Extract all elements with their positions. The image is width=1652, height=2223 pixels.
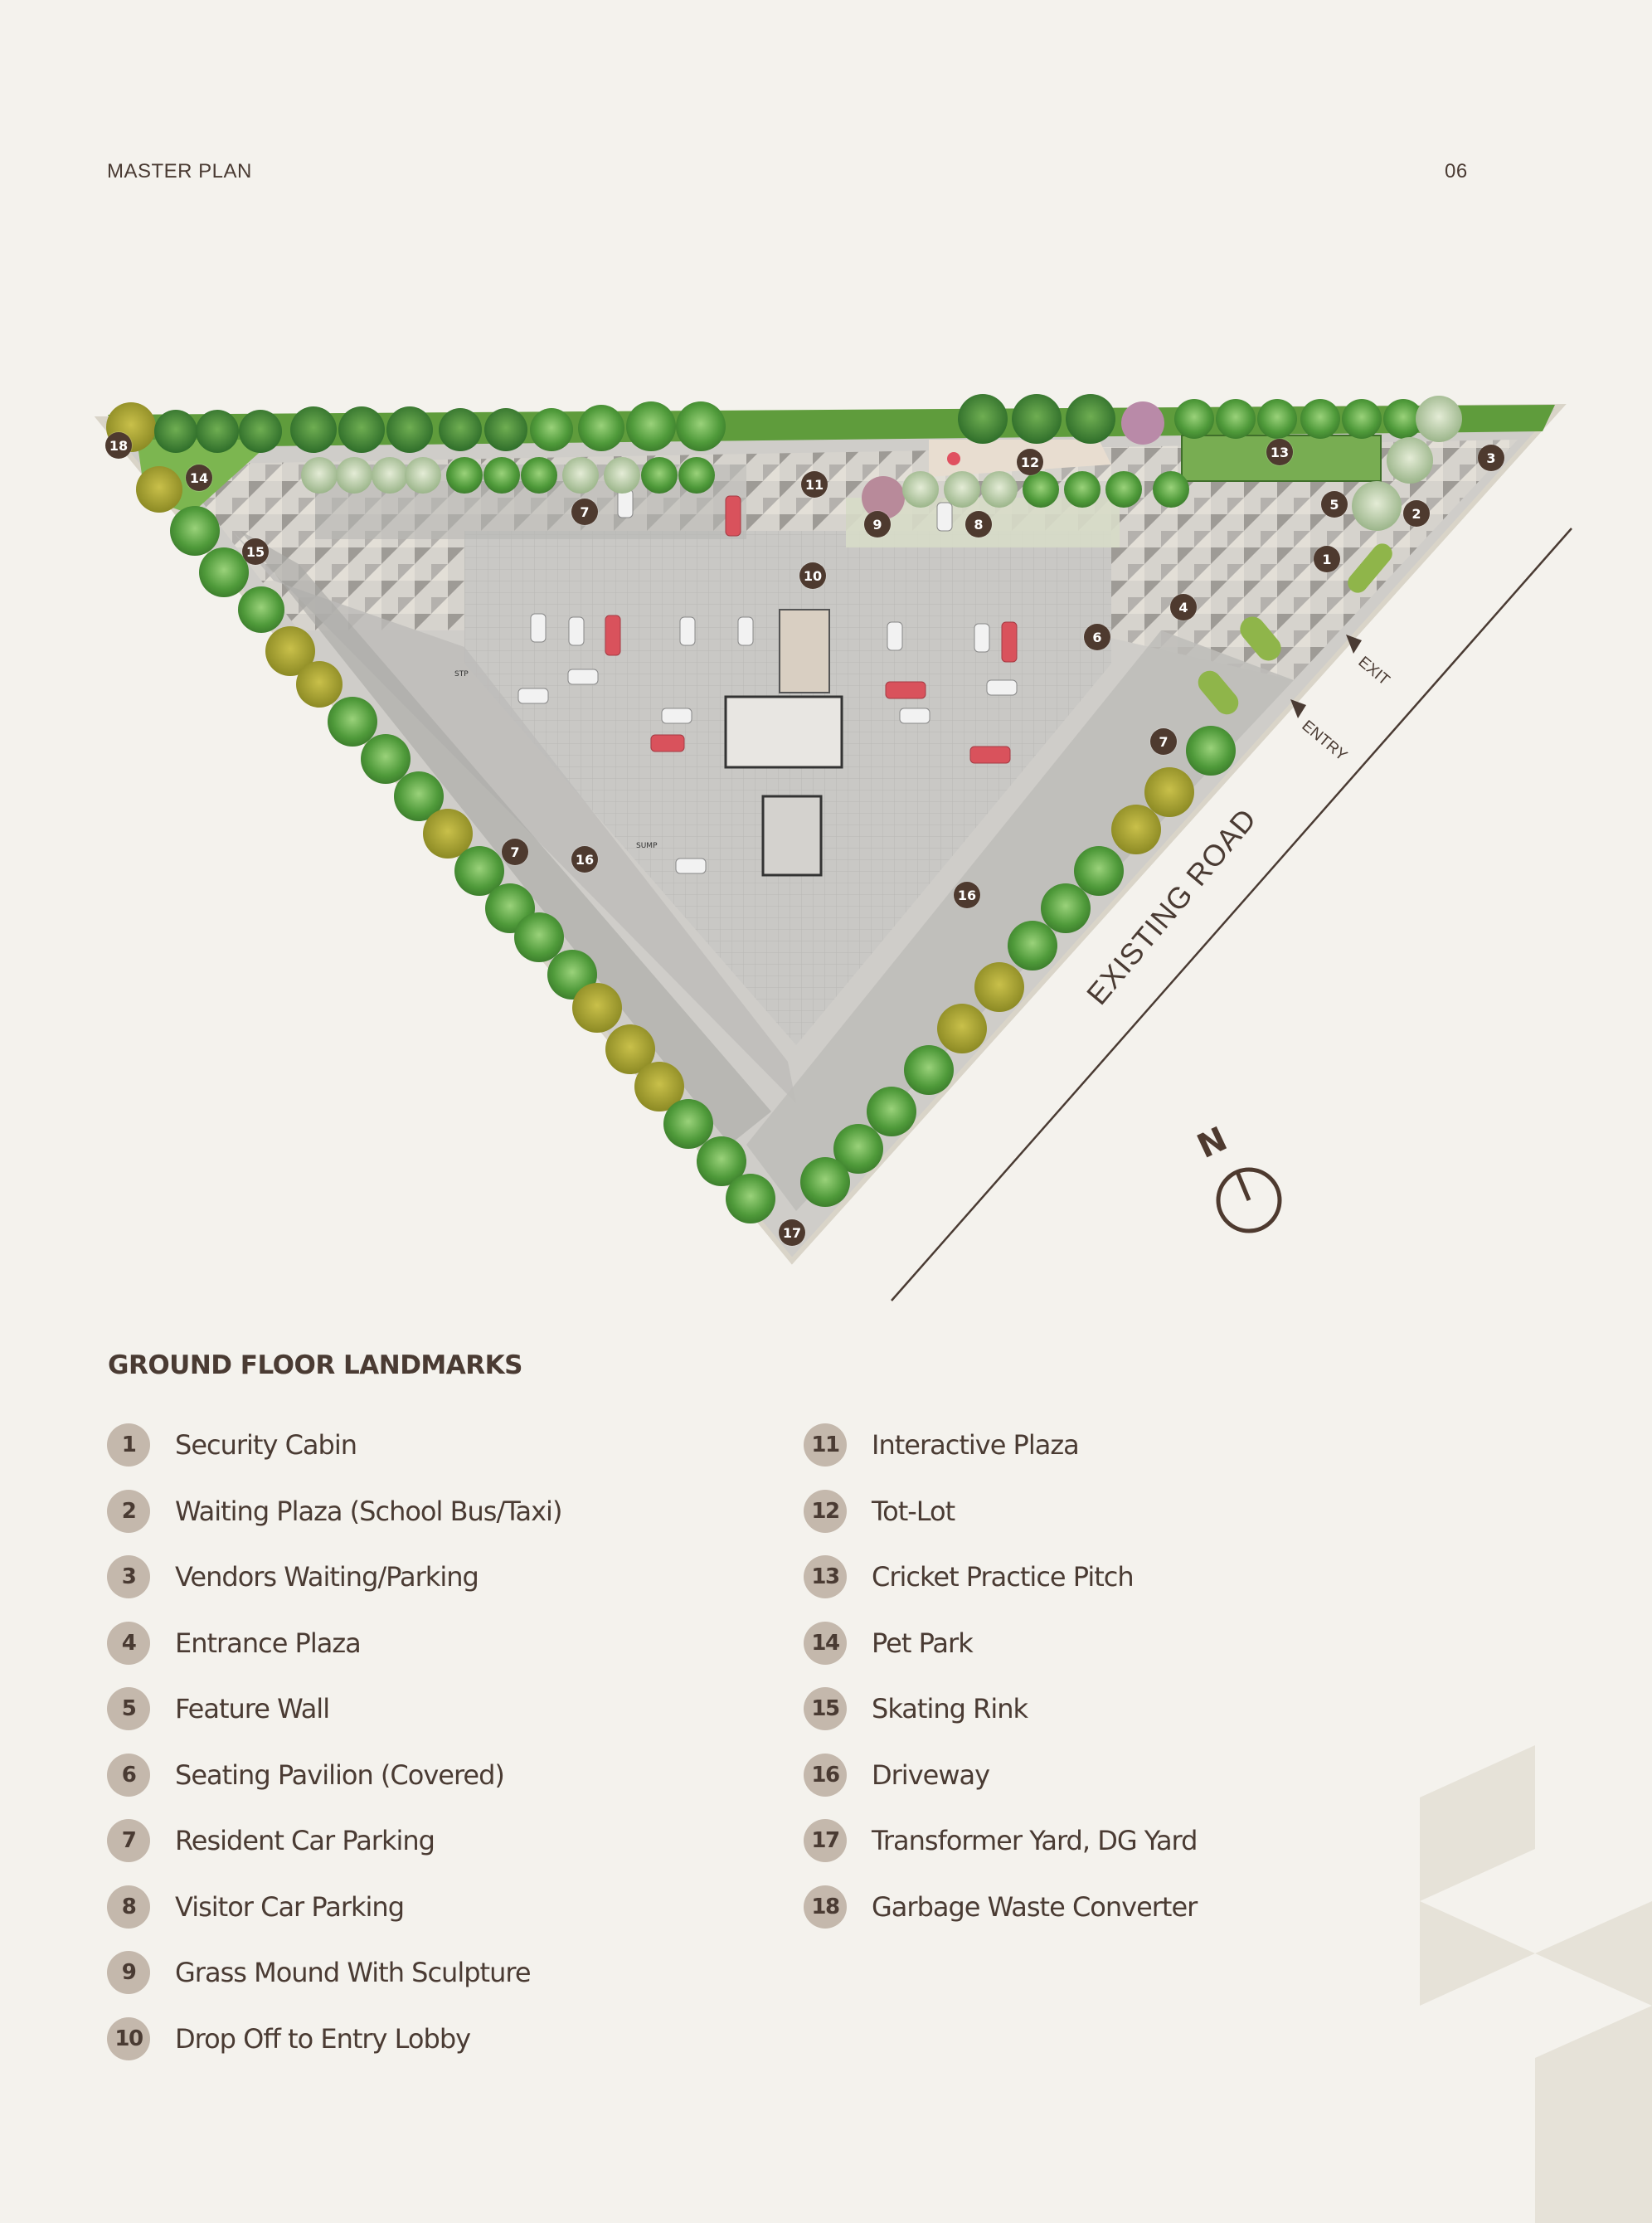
landmark-label: Transformer Yard, DG Yard (872, 1825, 1198, 1856)
landmarks-list-right: 11 Interactive Plaza 12 Tot-Lot 13 Cricket … (804, 1423, 1198, 1951)
landmark-item: 14 Pet Park (804, 1621, 1197, 1665)
landmark-number-badge: 15 (804, 1687, 847, 1730)
landmark-item: 13 Cricket Practice Pitch (804, 1555, 1197, 1598)
landmark-number-badge: 7 (107, 1819, 150, 1862)
svg-text:SUMP: SUMP (636, 842, 658, 850)
landmark-label: Tot-Lot (872, 1495, 955, 1527)
landmark-label: Drop Off to Entry Lobby (175, 2022, 471, 2055)
landmark-number-badge: 11 (804, 1423, 847, 1467)
plan-marker-18: 18 (105, 432, 132, 459)
landmark-number-badge: 6 (107, 1753, 150, 1797)
landmark-number-badge: 8 (107, 1885, 150, 1929)
landmark-item: 7 Resident Car Parking (107, 1819, 561, 1862)
landmark-label: Pet Park (872, 1627, 974, 1659)
landmark-label: Feature Wall (175, 1693, 330, 1724)
plan-marker-11: 11 (801, 471, 828, 498)
landmark-item: 6 Seating Pavilion (Covered) (107, 1753, 561, 1797)
landmark-number-badge: 13 (804, 1555, 847, 1598)
landmark-number-badge: 4 (107, 1621, 150, 1665)
landmark-number-badge: 18 (804, 1885, 847, 1929)
landmark-number-badge: 10 (107, 2016, 150, 2060)
landmark-label: Security Cabin (175, 1429, 357, 1461)
landmark-number-badge: 3 (107, 1555, 150, 1598)
landmark-item: 10 Drop Off to Entry Lobby (107, 2016, 561, 2060)
page-number: 06 (1445, 160, 1468, 182)
landmark-label: Interactive Plaza (872, 1429, 1080, 1461)
plan-marker-3: 3 (1478, 445, 1504, 471)
landmarks-list-left: 1 Security Cabin 2 Waiting Plaza (School B… (107, 1423, 562, 2083)
landmark-label: Skating Rink (872, 1693, 1028, 1724)
plan-marker-7: 7 (1150, 728, 1177, 755)
plan-marker-2: 2 (1403, 500, 1430, 527)
plan-marker-4: 4 (1170, 594, 1197, 620)
landmark-number-badge: 14 (804, 1621, 847, 1665)
landmark-item: 18 Garbage Waste Converter (804, 1885, 1198, 1929)
plan-marker-13: 13 (1266, 439, 1293, 465)
landmark-number-badge: 1 (107, 1423, 150, 1467)
landmark-item: 16 Driveway (804, 1753, 1197, 1797)
plan-marker-8: 8 (965, 511, 992, 538)
landmark-label: Driveway (872, 1758, 990, 1791)
landmark-item: 12 Tot-Lot (804, 1489, 1197, 1533)
landmark-number-badge: 16 (804, 1753, 847, 1797)
landmarks-title: GROUND FLOOR LANDMARKS (108, 1350, 523, 1380)
landmark-item: 2 Waiting Plaza (School Bus/Taxi) (107, 1489, 562, 1533)
landmark-number-badge: 17 (804, 1819, 847, 1862)
plan-marker-16: 16 (571, 846, 598, 873)
plan-marker-14: 14 (186, 465, 212, 491)
landmark-item: 17 Transformer Yard, DG Yard (804, 1819, 1198, 1862)
landmark-label: Waiting Plaza (School Bus/Taxi) (175, 1495, 562, 1527)
site-plan-drawing: STP SUMP (94, 394, 1572, 1301)
landmark-item: 15 Skating Rink (804, 1687, 1197, 1730)
landmark-label: Grass Mound With Sculpture (175, 1957, 531, 1988)
plan-marker-7: 7 (571, 499, 598, 525)
landmark-number-badge: 5 (107, 1687, 150, 1730)
plan-marker-10: 10 (799, 562, 826, 589)
landmark-number-badge: 2 (107, 1489, 150, 1533)
landmark-label: Resident Car Parking (175, 1825, 435, 1856)
landmark-item: 1 Security Cabin (107, 1423, 561, 1467)
landmark-label: Entrance Plaza (175, 1627, 362, 1659)
plan-marker-7: 7 (502, 839, 528, 865)
landmark-item: 3 Vendors Waiting/Parking (107, 1555, 561, 1598)
plan-marker-6: 6 (1084, 624, 1110, 650)
landmark-label: Seating Pavilion (Covered) (175, 1758, 505, 1791)
plan-marker-12: 12 (1017, 449, 1043, 475)
plan-marker-1: 1 (1314, 546, 1340, 572)
landmark-item: 4 Entrance Plaza (107, 1621, 561, 1665)
plan-marker-9: 9 (864, 511, 891, 538)
plan-marker-5: 5 (1321, 491, 1348, 518)
section-title: MASTER PLAN (107, 160, 252, 182)
landmark-item: 5 Feature Wall (107, 1687, 561, 1730)
landmark-number-badge: 9 (107, 1951, 150, 1994)
landmark-label: Visitor Car Parking (175, 1890, 405, 1923)
landmark-number-badge: 12 (804, 1489, 847, 1533)
plan-marker-17: 17 (779, 1219, 805, 1246)
plan-marker-15: 15 (242, 538, 269, 565)
landmark-item: 9 Grass Mound With Sculpture (107, 1951, 561, 1994)
landmark-label: Cricket Practice Pitch (872, 1561, 1135, 1593)
landmark-item: 8 Visitor Car Parking (107, 1885, 561, 1929)
landmark-label: Vendors Waiting/Parking (175, 1561, 479, 1593)
plan-marker-16: 16 (954, 882, 980, 908)
svg-text:STP: STP (454, 670, 469, 679)
landmark-item: 11 Interactive Plaza (804, 1423, 1197, 1467)
landmark-label: Garbage Waste Converter (872, 1890, 1198, 1923)
